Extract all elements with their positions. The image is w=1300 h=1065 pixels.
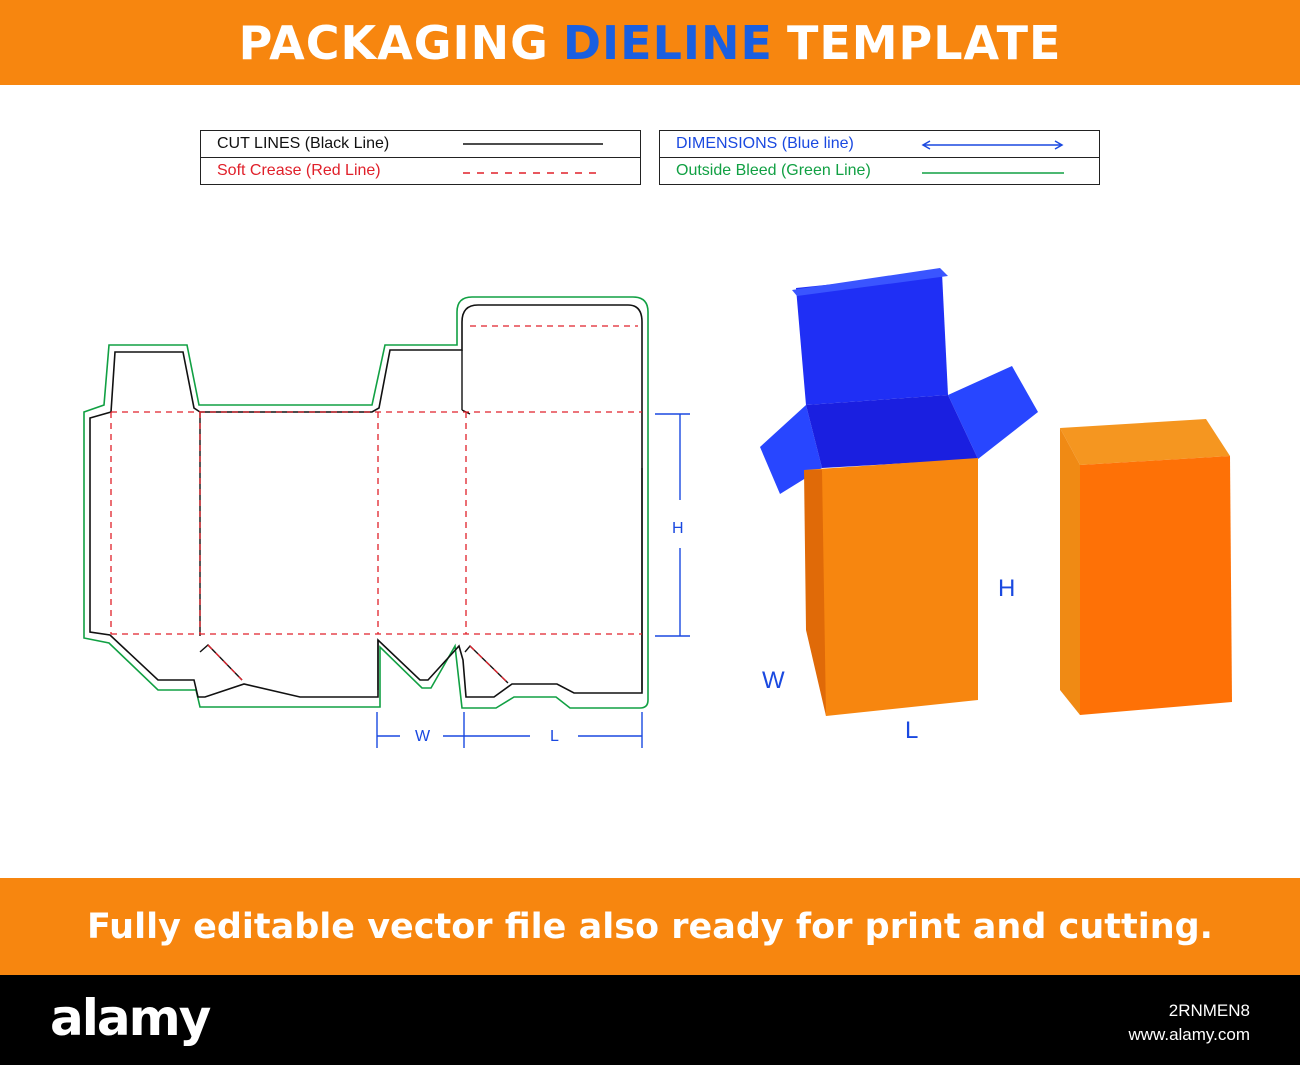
legend-bleed-label: Outside Bleed (Green Line)	[676, 162, 871, 179]
lid-back-flap	[796, 273, 948, 405]
dieline-l-label: L	[550, 728, 559, 745]
bleed-line-sample	[922, 172, 1064, 174]
outside-bleed-outline	[83, 296, 649, 709]
box-w-label: W	[762, 667, 785, 694]
dimension-lines	[376, 413, 690, 748]
cut-line-details	[199, 350, 643, 690]
closed-box-top	[1060, 419, 1230, 465]
box-h-label: H	[998, 575, 1015, 602]
title-text-accent: DIELINE	[562, 15, 773, 70]
box-l-label: L	[905, 717, 918, 744]
open-box-3d: H W L	[760, 268, 1038, 744]
inner-back-wall	[806, 395, 978, 468]
crease-lines	[110, 325, 642, 684]
title-text-pre: PACKAGING	[238, 15, 549, 70]
right-dust-flap	[948, 366, 1038, 459]
crease-line-sample	[463, 172, 603, 174]
watermark-bar: alamy 2RNMEN8 www.alamy.com	[0, 975, 1300, 1065]
legend-row-cut: CUT LINES (Black Line)	[201, 131, 640, 157]
legend-row-dimensions: DIMENSIONS (Blue line)	[660, 131, 1099, 157]
cut-line-outline	[89, 304, 643, 698]
dimension-line-sample	[921, 140, 1064, 150]
legend-cut-crease: CUT LINES (Black Line) Soft Crease (Red …	[200, 130, 641, 185]
cut-line-sample	[463, 143, 603, 145]
legend-row-crease: Soft Crease (Red Line)	[201, 157, 640, 184]
image-info: 2RNMEN8 www.alamy.com	[1128, 999, 1250, 1047]
closed-box-side	[1060, 428, 1080, 715]
closed-box-3d	[1060, 419, 1232, 715]
brand-logo[interactable]: alamy	[50, 989, 211, 1047]
legend-row-bleed: Outside Bleed (Green Line)	[660, 157, 1099, 184]
footer-banner: Fully editable vector file also ready fo…	[0, 878, 1300, 975]
legend-dimension-bleed: DIMENSIONS (Blue line) Outside Bleed (Gr…	[659, 130, 1100, 185]
dieline-h-label: H	[672, 520, 684, 537]
dieline-w-label: W	[415, 728, 431, 745]
title-banner: PACKAGING DIELINE TEMPLATE	[0, 0, 1300, 85]
legend-dimensions-label: DIMENSIONS (Blue line)	[676, 135, 854, 152]
site-url[interactable]: www.alamy.com	[1128, 1025, 1250, 1044]
footer-banner-text: Fully editable vector file also ready fo…	[87, 906, 1213, 947]
legend-cut-label: CUT LINES (Black Line)	[217, 135, 390, 152]
box-left-face	[804, 470, 826, 716]
legend-crease-label: Soft Crease (Red Line)	[217, 162, 381, 179]
lid-tuck-edge	[792, 268, 948, 296]
dieline: H W L	[83, 296, 690, 748]
box-front-face	[804, 458, 978, 716]
image-id: 2RNMEN8	[1168, 1001, 1250, 1020]
title-text-post: TEMPLATE	[786, 15, 1062, 70]
closed-box-front	[1080, 456, 1232, 715]
